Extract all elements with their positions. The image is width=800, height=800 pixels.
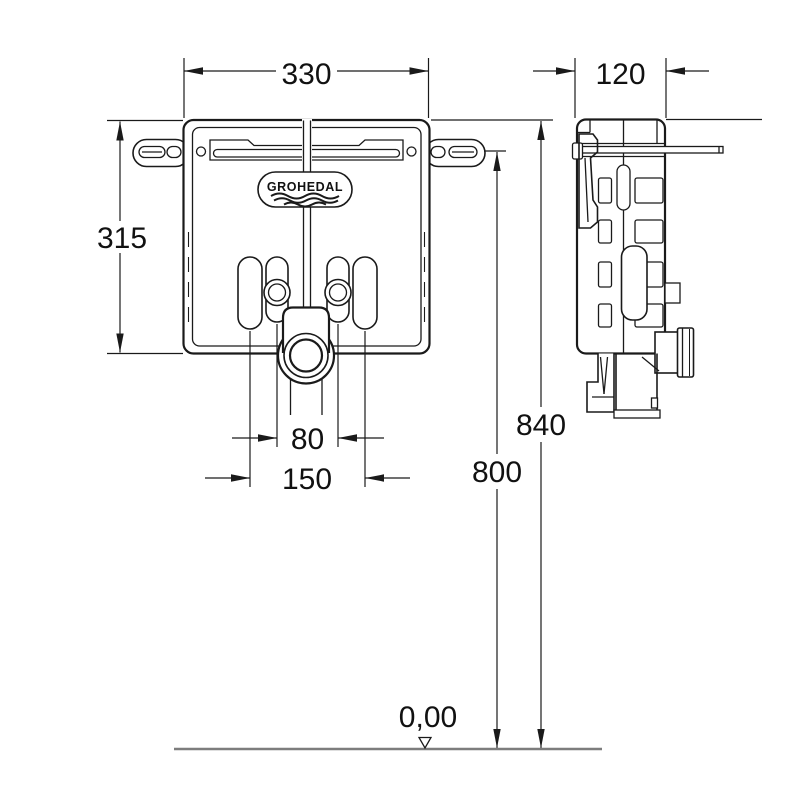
side-stub: [664, 282, 681, 304]
front-view: GROHEDAL: [132, 118, 486, 415]
frame-edge-tabs: [187, 232, 426, 322]
logo-text: GROHEDAL: [267, 180, 343, 194]
fixing-bolts: [263, 278, 352, 307]
frame-hole-left: [195, 146, 207, 157]
dim-side-depth-label: 120: [595, 58, 645, 91]
side-slot-middle: [620, 245, 648, 321]
logo-badge: GROHEDAL: [257, 171, 353, 208]
logo-waves: [270, 192, 340, 208]
dim-front-height: 315: [97, 119, 183, 355]
dim-inner-spacing-label: 80: [291, 423, 324, 456]
dim-bracket-height-label: 800: [472, 456, 522, 489]
dim-inner-spacing: 80: [232, 324, 384, 456]
dim-front-width-label: 330: [281, 58, 331, 91]
side-spigot: [654, 327, 695, 378]
dim-bracket-height: 800: [472, 150, 522, 748]
side-view: [571, 118, 762, 419]
dim-outer-spacing: 150: [205, 331, 410, 496]
dim-front-width: 330: [183, 58, 430, 118]
side-bracket: [578, 133, 599, 229]
dim-side-depth: 120: [533, 58, 709, 118]
side-bottom-bend: [586, 353, 661, 419]
wall-anchor-rod: [578, 145, 724, 154]
rod-clamp: [571, 142, 584, 160]
side-slot-top: [616, 164, 631, 211]
floor: 0,00: [174, 701, 602, 751]
frame-hole-right: [406, 146, 417, 157]
dim-overall-height: 840: [431, 119, 566, 748]
center-column: [302, 119, 312, 330]
dim-outer-spacing-label: 150: [282, 463, 332, 496]
drain-outlet: [276, 306, 336, 385]
dim-front-height-label: 315: [97, 222, 147, 255]
dim-overall-height-label: 840: [516, 409, 566, 442]
side-body: [575, 118, 667, 355]
right-mounting-ear: [424, 138, 486, 168]
left-mounting-ear: [132, 138, 190, 168]
floor-level-label: 0,00: [399, 701, 457, 734]
level-marker-icon: [417, 736, 433, 750]
